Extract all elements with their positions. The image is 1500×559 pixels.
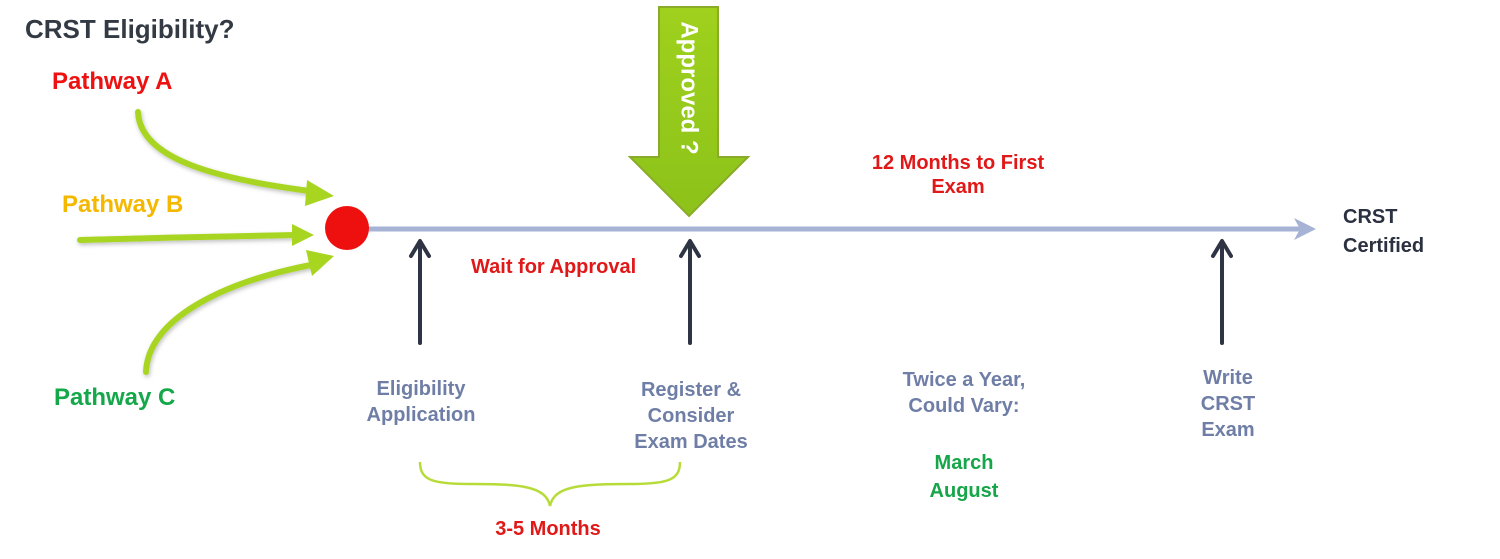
exam-months-label: March August xyxy=(904,449,1024,505)
approved-arrow xyxy=(627,6,751,218)
write-line-2: CRST xyxy=(1200,393,1256,415)
approved-text: Approved ? xyxy=(676,21,703,155)
pathway-a-label: Pathway A xyxy=(52,68,173,95)
first-exam-window-line-1: 12 Months to First xyxy=(871,152,1045,174)
page-title: CRST Eligibility? xyxy=(25,14,235,44)
register-line-3: Exam Dates xyxy=(634,431,748,453)
first-exam-window-label: 12 Months to First Exam xyxy=(858,151,1058,199)
exam-month-march: March xyxy=(934,452,994,474)
eligibility-line-2: Application xyxy=(366,404,476,426)
write-crst-exam-label: Write CRST Exam xyxy=(1168,365,1288,443)
eligibility-application-label: Eligibility Application xyxy=(341,376,501,428)
start-dot xyxy=(325,206,369,250)
pathway-c-arrowhead xyxy=(306,250,334,276)
pathway-b-arrowhead xyxy=(292,224,314,246)
pathway-c-label: Pathway C xyxy=(54,384,176,411)
register-line-1: Register & xyxy=(640,379,742,401)
wait-for-approval-label: Wait for Approval xyxy=(471,256,637,278)
write-line-1: Write xyxy=(1203,367,1253,389)
pathway-b-label: Pathway B xyxy=(62,191,184,218)
eligibility-arrow-head xyxy=(409,239,431,258)
exam-month-august: August xyxy=(929,480,999,502)
duration-brace xyxy=(418,461,682,507)
exam-frequency-line-1: Twice a Year, xyxy=(902,369,1026,391)
exam-frequency-line-2: Could Vary: xyxy=(908,395,1020,417)
crst-certified-label: CRST Certified xyxy=(1343,203,1424,261)
crst-certified-line-1: CRST xyxy=(1343,206,1398,228)
crst-certified-line-2: Certified xyxy=(1343,235,1425,257)
pathway-c-curve xyxy=(143,261,319,375)
register-arrow-head xyxy=(679,239,701,258)
exam-frequency-label: Twice a Year, Could Vary: xyxy=(874,367,1054,419)
first-exam-window-line-2: Exam xyxy=(931,176,985,198)
register-exam-dates-label: Register & Consider Exam Dates xyxy=(616,377,766,455)
timeline-arrowhead xyxy=(1294,218,1316,240)
write-exam-arrow-head xyxy=(1211,239,1233,258)
pathway-a-curve xyxy=(135,109,321,195)
write-line-3: Exam xyxy=(1201,419,1255,441)
approved-arrow-label: Approved ? xyxy=(659,14,719,162)
register-line-2: Consider xyxy=(647,405,735,427)
approval-duration-label: 3-5 Months xyxy=(495,518,601,540)
pathway-a-arrowhead xyxy=(305,180,334,206)
eligibility-line-1: Eligibility xyxy=(376,378,466,400)
pathway-b-curve xyxy=(77,232,299,243)
